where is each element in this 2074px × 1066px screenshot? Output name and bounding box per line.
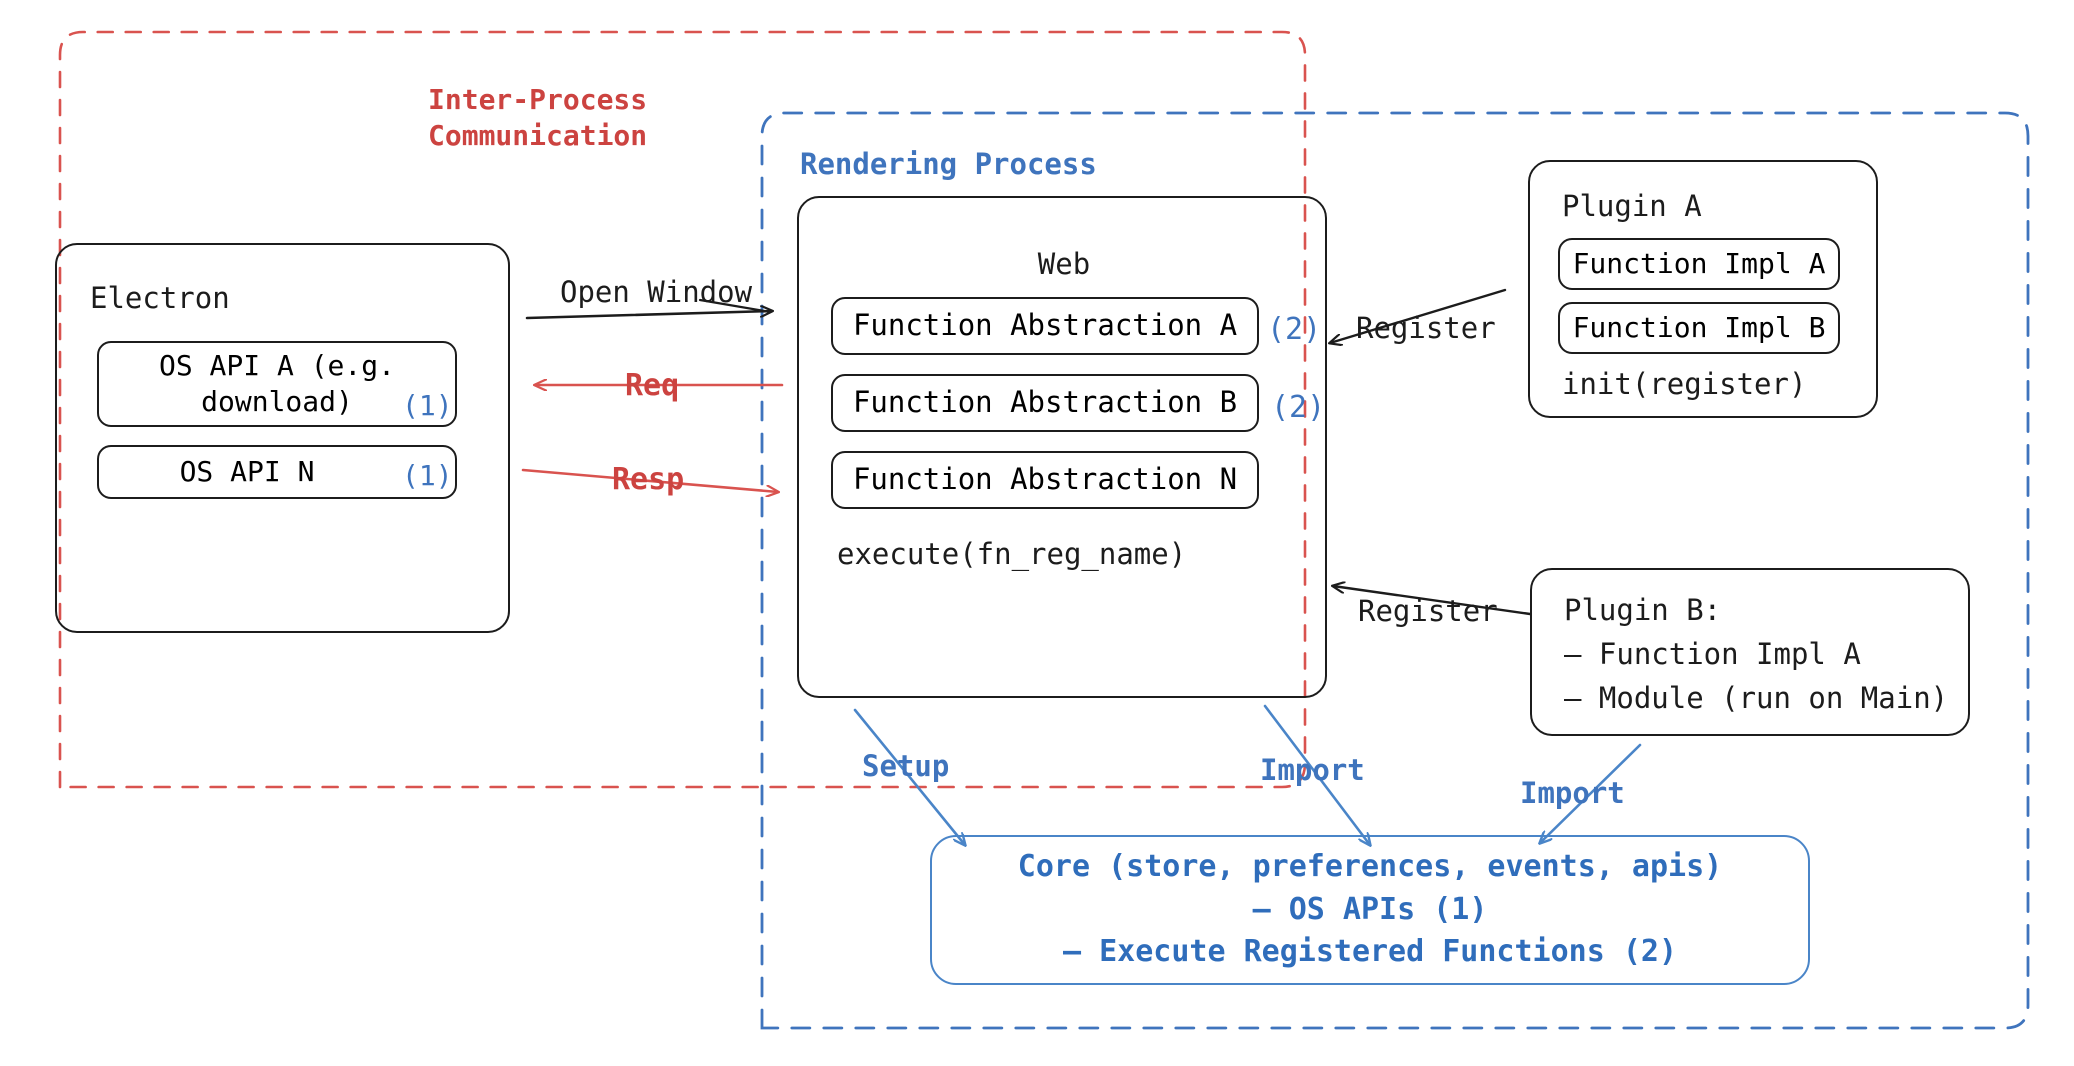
function-abstraction-b-marker: (2) — [1271, 390, 1326, 425]
function-impl-b-box[interactable]: Function Impl B — [1558, 302, 1840, 354]
core-line-1: Core (store, preferences, events, apis) — [1017, 849, 1723, 885]
os-api-n-marker: (1) — [402, 459, 453, 492]
open-window-label: Open Window — [560, 275, 753, 309]
core-box[interactable]: Core (store, preferences, events, apis) … — [930, 835, 1810, 985]
resp-label: Resp — [612, 462, 685, 497]
plugin-b-item-1: – Module (run on Main) — [1564, 681, 1949, 715]
electron-title: Electron — [90, 281, 230, 315]
os-api-n-box[interactable]: OS API N — [97, 445, 457, 499]
web-execute-label: execute(fn_reg_name) — [837, 537, 1187, 571]
core-line-2: – OS APIs (1) — [1252, 891, 1488, 927]
function-abstraction-n-box[interactable]: Function Abstraction N — [831, 451, 1259, 509]
electron-box[interactable]: Electron OS API A (e.g. download) (1) OS… — [55, 243, 510, 633]
plugin-b-box[interactable]: Plugin B: – Function Impl A – Module (ru… — [1530, 568, 1970, 736]
function-impl-b-label: Function Impl B — [1572, 311, 1826, 345]
os-api-a-box[interactable]: OS API A (e.g. download) — [97, 341, 457, 427]
os-api-n-label: OS API N — [179, 455, 315, 489]
plugin-b-item-0: – Function Impl A — [1564, 637, 1861, 671]
os-api-a-label: OS API A (e.g. download) — [158, 349, 395, 418]
function-impl-a-box[interactable]: Function Impl A — [1558, 238, 1840, 290]
import-web-label: Import — [1260, 753, 1365, 787]
os-api-a-marker: (1) — [402, 389, 453, 422]
plugin-a-title: Plugin A — [1562, 189, 1702, 223]
plugin-a-init-label: init(register) — [1562, 367, 1807, 401]
register-a-label: Register — [1356, 311, 1496, 345]
web-title: Web — [1037, 247, 1091, 281]
rendering-process-label: Rendering Process — [800, 147, 1097, 181]
setup-label: Setup — [862, 749, 950, 783]
import-plugin-label: Import — [1520, 776, 1625, 810]
register-b-label: Register — [1358, 594, 1498, 628]
function-abstraction-a-label: Function Abstraction A — [852, 308, 1238, 343]
function-abstraction-b-box[interactable]: Function Abstraction B — [831, 374, 1259, 432]
function-abstraction-a-box[interactable]: Function Abstraction A — [831, 297, 1259, 355]
req-label: Req — [625, 368, 680, 403]
ipc-boundary-label: Inter-Process Communication — [428, 83, 648, 153]
function-impl-a-label: Function Impl A — [1572, 247, 1826, 281]
function-abstraction-b-label: Function Abstraction B — [852, 385, 1238, 420]
plugin-b-title: Plugin B: — [1564, 593, 1722, 627]
plugin-a-box[interactable]: Plugin A Function Impl A Function Impl B… — [1528, 160, 1878, 418]
core-line-3: – Execute Registered Functions (2) — [1062, 934, 1678, 970]
function-abstraction-a-marker: (2) — [1267, 312, 1322, 347]
function-abstraction-n-label: Function Abstraction N — [852, 462, 1238, 497]
web-box[interactable]: Web Function Abstraction A (2) Function … — [797, 196, 1327, 698]
